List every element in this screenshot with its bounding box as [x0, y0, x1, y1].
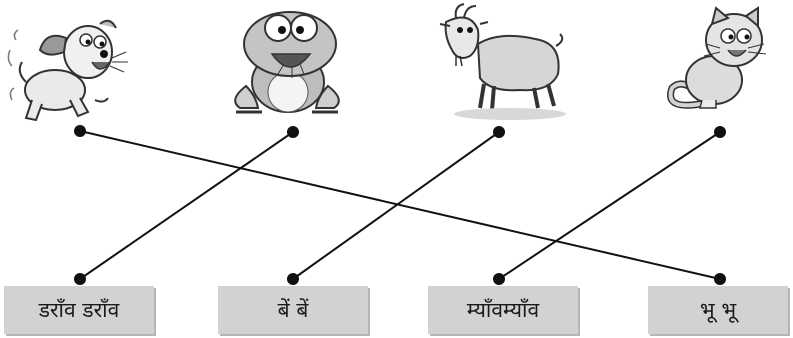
dot-label-1[interactable]	[74, 273, 86, 285]
cat-illustration	[667, 6, 767, 109]
dot-label-2[interactable]	[287, 273, 299, 285]
connection-dog-bhoo	[79, 130, 721, 280]
connection-frog-daraav	[79, 131, 294, 280]
goat-illustration	[439, 3, 566, 120]
dot-label-3[interactable]	[493, 273, 505, 285]
label-myaav-myaav[interactable]: म्याँवम्याँव	[428, 286, 578, 334]
connection-goat-benben	[292, 131, 500, 280]
dot-dog[interactable]	[74, 125, 86, 137]
label-ben-ben[interactable]: बें बें	[218, 286, 368, 334]
dot-cat[interactable]	[714, 126, 726, 138]
dot-frog[interactable]	[287, 126, 299, 138]
label-text: भू भू	[699, 298, 737, 322]
frog-illustration	[234, 11, 340, 114]
label-text: म्याँवम्याँव	[466, 298, 540, 322]
dot-label-4[interactable]	[714, 273, 726, 285]
dog-illustration	[7, 19, 128, 122]
label-text: डराँव डराँव	[38, 298, 120, 322]
dot-goat[interactable]	[493, 126, 505, 138]
connection-cat-myaav	[498, 131, 721, 280]
label-bhoo-bhoo[interactable]: भू भू	[648, 286, 788, 334]
label-text: बें बें	[277, 298, 309, 322]
label-daraav-daraav[interactable]: डराँव डराँव	[4, 286, 154, 334]
